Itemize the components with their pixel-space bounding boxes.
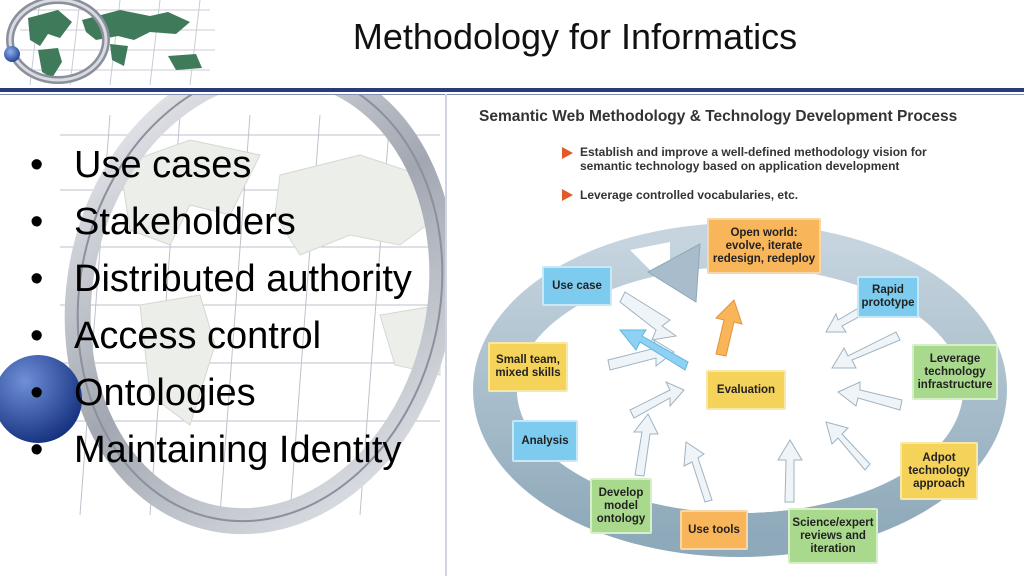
figure-point: Establish and improve a well-defined met… xyxy=(580,145,927,173)
triangle-bullet-icon xyxy=(562,189,573,201)
bullet-dot: • xyxy=(30,315,44,357)
bullet-dot: • xyxy=(30,201,44,243)
bullet-text: Distributed authority xyxy=(74,258,412,300)
bullet-text: Stakeholders xyxy=(74,201,296,243)
bullet-text: Ontologies xyxy=(74,372,256,414)
figure-point-line: Leverage controlled vocabularies, etc. xyxy=(580,188,799,202)
bullet-text: Maintaining Identity xyxy=(74,429,402,471)
node-use-case: Use case xyxy=(542,266,612,306)
bullet-list: • Use cases • Stakeholders • Distributed au… xyxy=(30,140,412,482)
background-globe-art xyxy=(0,95,445,535)
node-small-team: Small team,mixed skills xyxy=(488,342,568,392)
bullet-dot: • xyxy=(30,429,44,471)
node-analysis: Analysis xyxy=(512,420,578,462)
bullet-item: • Use cases xyxy=(30,140,412,197)
bullet-dot: • xyxy=(30,258,44,300)
node-use-tools: Use tools xyxy=(680,510,748,550)
figure-point-line: Establish and improve a well-defined met… xyxy=(580,145,927,159)
panel-divider xyxy=(445,94,447,576)
triangle-bullet-icon xyxy=(562,147,573,159)
header-rule-thin xyxy=(0,94,1024,95)
bullet-item: • Maintaining Identity xyxy=(30,425,412,482)
bullet-text: Use cases xyxy=(74,144,252,186)
bullet-text: Access control xyxy=(74,315,322,357)
bullet-item: • Distributed authority xyxy=(30,254,412,311)
bullet-dot: • xyxy=(30,372,44,414)
bullet-item: • Ontologies xyxy=(30,368,412,425)
figure-title: Semantic Web Methodology & Technology De… xyxy=(479,108,958,125)
figure-point: Leverage controlled vocabularies, etc. xyxy=(580,188,798,202)
node-evaluation: Evaluation xyxy=(706,370,786,410)
figure-point-line: semantic technology based on application… xyxy=(580,159,900,173)
bullet-dot: • xyxy=(30,144,44,186)
bullet-item: • Stakeholders xyxy=(30,197,412,254)
globe-logo xyxy=(4,0,215,86)
bullet-item: • Access control xyxy=(30,311,412,368)
page-title: Methodology for Informatics xyxy=(352,16,798,57)
header-rule xyxy=(0,88,1024,92)
